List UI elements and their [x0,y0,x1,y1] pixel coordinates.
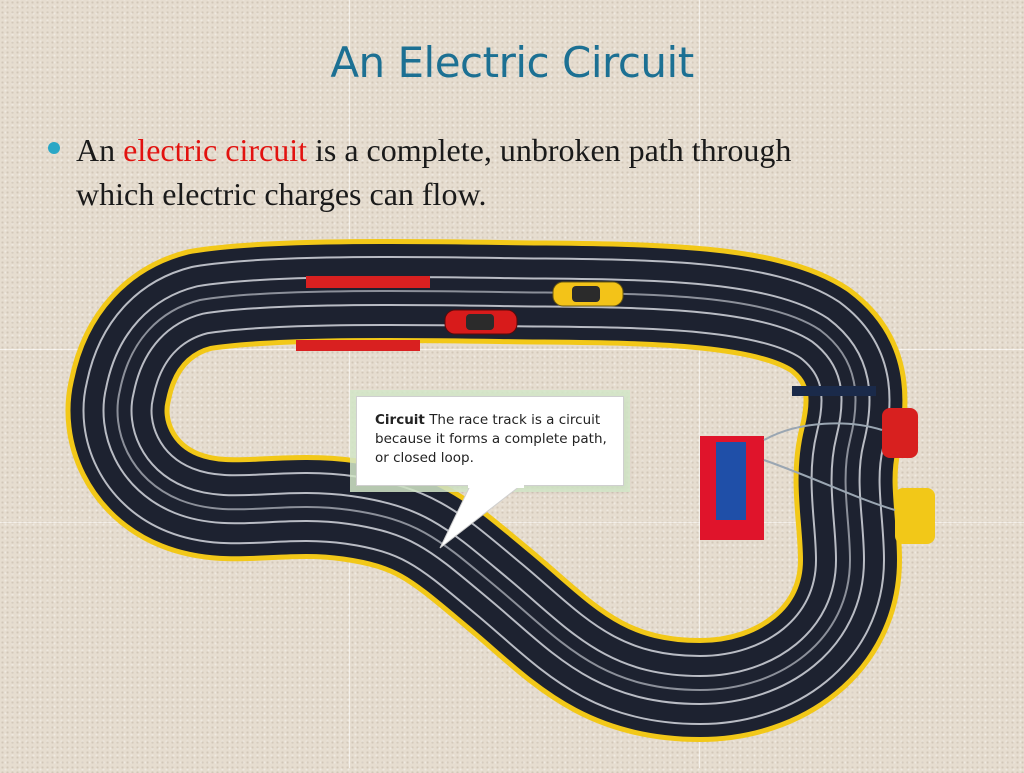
circuit-callout: Circuit The race track is a circuit beca… [356,396,624,486]
callout-text: The race track is a circuit because it f… [375,412,607,466]
red-controller-icon [882,408,918,458]
power-box-icon [700,436,764,540]
bullet-text: An electric circuit is a complete, unbro… [76,128,848,216]
bridge-bottom [296,340,420,351]
bridge-top [306,276,430,288]
bullet-highlight: electric circuit [123,132,307,168]
yellow-car-icon [552,281,624,307]
start-gate [792,386,876,396]
bullet-item: An electric circuit is a complete, unbro… [48,128,848,216]
grid-line [0,349,1024,350]
callout-heading: Circuit [375,412,425,428]
red-car-icon [444,309,518,335]
grid-line [699,0,700,768]
slide-title: An Electric Circuit [330,38,694,87]
bullet-rest: is a complete, unbroken path through whi… [76,132,792,212]
bullet-icon [48,142,60,154]
bullet-prefix: An [76,132,116,168]
grid-line [349,0,350,768]
yellow-controller-icon [895,488,935,544]
